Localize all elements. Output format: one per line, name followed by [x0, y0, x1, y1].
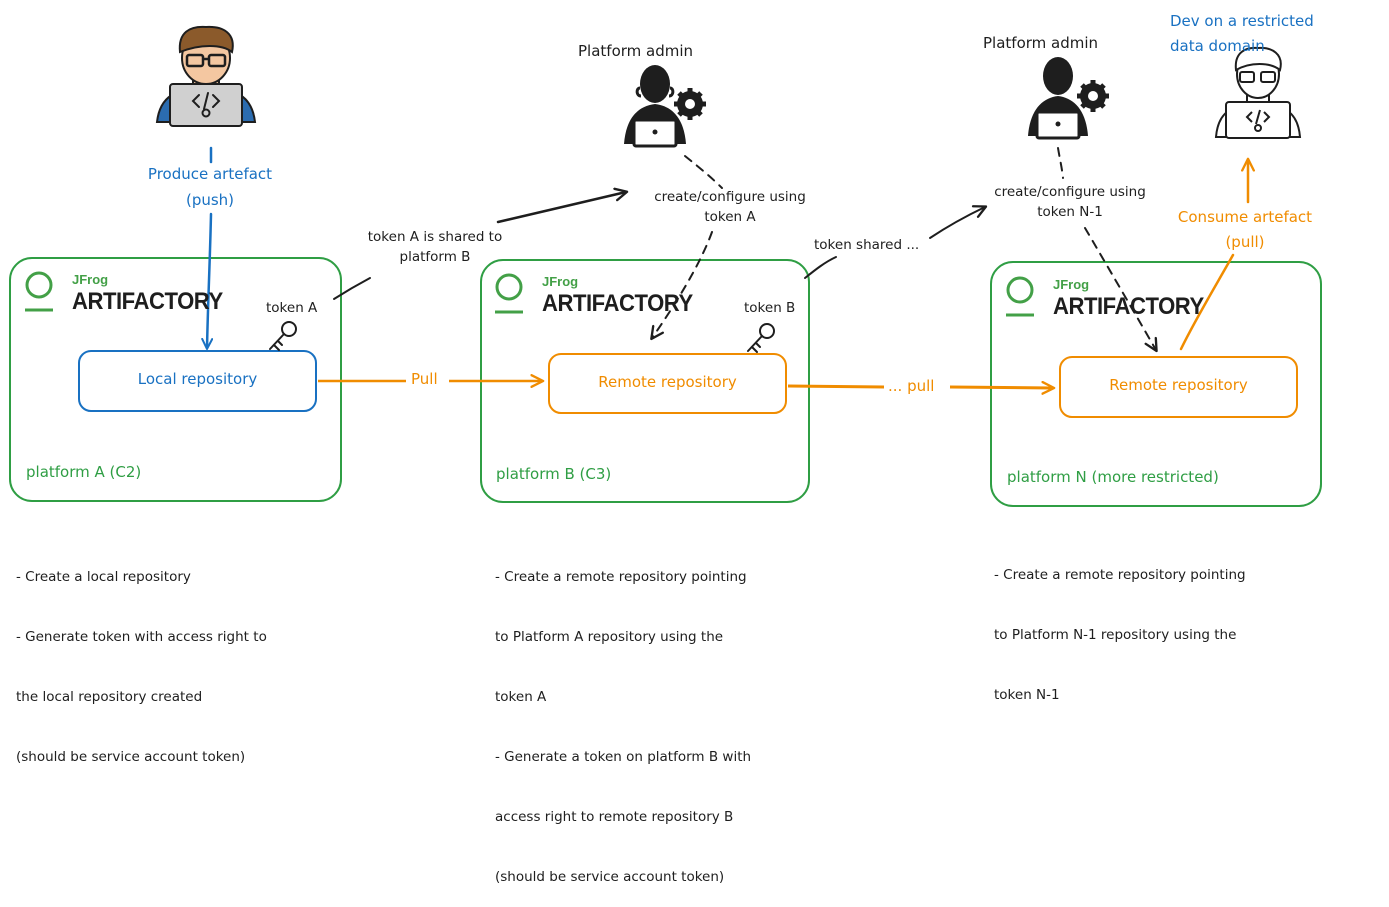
token-a-share-arrow	[496, 187, 629, 224]
consumer-label-line1: Dev on a restricted	[1170, 12, 1314, 30]
token-b-label: token B	[744, 300, 796, 316]
pull-label-ab: Pull	[411, 370, 438, 388]
token-a-shared-label-line1: token A is shared to	[367, 229, 503, 245]
consume-label-line1: Consume artefact	[1177, 208, 1313, 226]
remote-repository-n-label: Remote repository	[1109, 376, 1248, 394]
platform-a-container	[9, 257, 342, 502]
notes-platform-n: - Create a remote repository pointing to…	[994, 525, 1246, 725]
note-line: (should be service account token)	[16, 749, 246, 765]
pull-arrow-bn	[949, 380, 1056, 395]
artifactory-logo-icon	[1006, 276, 1034, 317]
jfrog-brand-text: JFrog	[1053, 277, 1090, 292]
note-line: access right to remote repository B	[495, 809, 734, 825]
key-icon	[269, 321, 297, 351]
note-line: - Create a local repository	[16, 569, 191, 585]
developer-outline-icon	[1214, 46, 1302, 139]
admin-b-label: Platform admin	[578, 42, 694, 60]
note-line: - Create a remote repository pointing	[495, 569, 747, 585]
artifactory-brand-text: ARTIFACTORY	[542, 290, 693, 317]
configure-n-label-line1: create/configure using	[994, 184, 1146, 200]
configure-arrow-b	[684, 155, 723, 189]
produce-label-line1: Produce artefact	[147, 165, 273, 183]
consumer-label-line2: data domain	[1170, 37, 1265, 55]
produce-arrow	[201, 212, 214, 350]
produce-label-line2: (push)	[185, 191, 235, 209]
token-a-share-arrow	[333, 277, 371, 300]
remote-repository-box-n	[1059, 356, 1298, 418]
consume-arrow	[1179, 253, 1235, 351]
configure-n-label-line2: token N-1	[1037, 204, 1103, 220]
note-line: the local repository created	[16, 689, 203, 705]
token-shared-label: token shared ...	[814, 237, 920, 253]
note-line: token N-1	[994, 687, 1060, 703]
artifactory-brand-text: ARTIFACTORY	[1053, 293, 1204, 320]
token-shared-arrow	[929, 205, 988, 239]
consume-label-line2: (pull)	[1225, 233, 1265, 251]
local-repository-label: Local repository	[137, 370, 258, 388]
note-line: - Generate a token on platform B with	[495, 749, 752, 765]
remote-repository-b-label: Remote repository	[598, 373, 737, 391]
token-a-label: token A	[266, 300, 318, 316]
remote-repository-box-b	[548, 353, 787, 414]
note-line: - Create a remote repository pointing	[994, 567, 1246, 583]
platform-a-name: platform A (C2)	[26, 463, 142, 481]
developer-icon	[155, 25, 257, 127]
platform-n-name: platform N (more restricted)	[1007, 468, 1219, 486]
admin-gear-icon	[1028, 57, 1109, 140]
artifactory-brand-text: ARTIFACTORY	[72, 288, 223, 315]
platform-n-container	[990, 261, 1322, 507]
note-line: to Platform N-1 repository using the	[994, 627, 1237, 643]
admin-gear-icon	[624, 65, 706, 148]
jfrog-brand-text: JFrog	[72, 272, 109, 287]
note-line: to Platform A repository using the	[495, 629, 724, 645]
pull-label-bn: ... pull	[888, 377, 935, 395]
note-line: - Generate token with access right to	[16, 629, 267, 645]
local-repository-box	[78, 350, 317, 412]
admin-n-label: Platform admin	[983, 34, 1099, 52]
artifactory-logo-icon	[495, 273, 523, 314]
configure-arrow-n	[1057, 147, 1064, 179]
configure-arrow-b	[650, 231, 713, 341]
token-shared-arrow	[804, 256, 837, 279]
notes-platform-a: - Create a local repository - Generate t…	[16, 527, 267, 787]
pull-arrow-bn	[787, 384, 885, 389]
key-icon	[747, 323, 775, 353]
configure-b-label-line1: create/configure using	[654, 189, 806, 205]
note-line: (should be service account token)	[495, 869, 725, 885]
artifactory-logo-icon	[25, 271, 53, 312]
platform-b-name: platform B (C3)	[496, 465, 612, 483]
note-line: token A	[495, 689, 547, 705]
architecture-diagram	[9, 25, 1322, 507]
configure-b-label-line2: token A	[704, 209, 756, 225]
jfrog-brand-text: JFrog	[542, 274, 579, 289]
token-a-shared-label-line2: platform B	[399, 249, 471, 265]
notes-platform-b: - Create a remote repository pointing to…	[495, 527, 751, 907]
configure-arrow-n	[1084, 227, 1158, 353]
